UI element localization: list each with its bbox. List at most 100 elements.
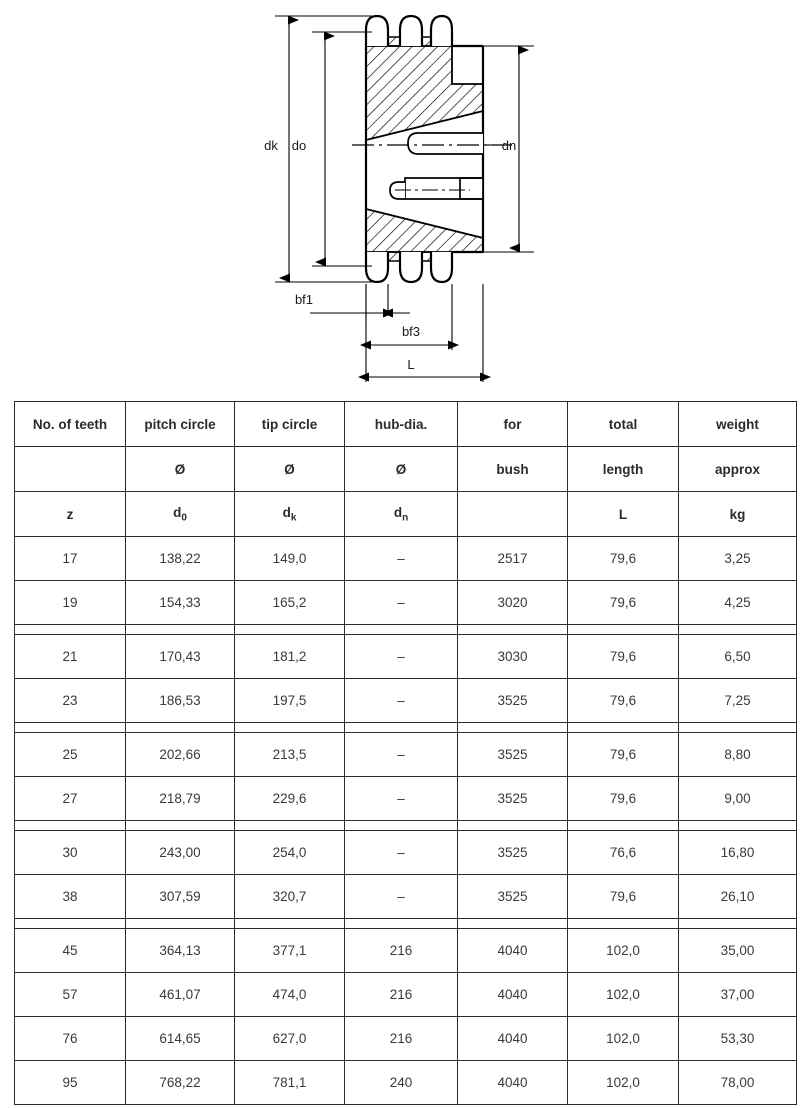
cell-dk: 254,0 (234, 830, 345, 875)
cell-d0: 218,79 (125, 776, 235, 821)
dimension-label-dk: dk (264, 138, 278, 153)
group-spacer-cell (234, 624, 345, 635)
header-sub-approx: approx (678, 446, 797, 492)
cell-kg: 35,00 (678, 928, 797, 973)
cell-bush: 3525 (457, 776, 568, 821)
dimension-label-bf1: bf1 (295, 292, 313, 307)
cell-bush: 3525 (457, 830, 568, 875)
group-spacer-cell (678, 820, 797, 831)
top-teeth (364, 14, 454, 46)
header-sub-length: length (567, 446, 679, 492)
cell-L: 102,0 (567, 972, 679, 1017)
cell-bush: 4040 (457, 1060, 568, 1105)
cell-d0: 243,00 (125, 830, 235, 875)
cell-z: 17 (14, 536, 126, 581)
group-spacer-cell (125, 820, 235, 831)
group-spacer-cell (344, 820, 458, 831)
cell-z: 23 (14, 678, 126, 723)
group-spacer-cell (457, 722, 568, 733)
cell-z: 76 (14, 1016, 126, 1061)
group-spacer-cell (234, 820, 345, 831)
cell-L: 102,0 (567, 928, 679, 973)
group-spacer-cell (344, 918, 458, 929)
cell-dk: 627,0 (234, 1016, 345, 1061)
cell-bush: 3525 (457, 678, 568, 723)
cell-dn: – (344, 634, 458, 679)
dimension-L (358, 284, 491, 382)
cell-kg: 9,00 (678, 776, 797, 821)
upper-hatch-region (365, 45, 484, 142)
cell-L: 79,6 (567, 732, 679, 777)
cell-L: 79,6 (567, 580, 679, 625)
group-spacer-row (14, 820, 797, 831)
cell-kg: 7,25 (678, 678, 797, 723)
cell-d0: 154,33 (125, 580, 235, 625)
cell-dk: 474,0 (234, 972, 345, 1017)
header-weight: weight (678, 401, 797, 447)
cell-kg: 53,30 (678, 1016, 797, 1061)
cell-d0: 307,59 (125, 874, 235, 919)
cell-dk: 781,1 (234, 1060, 345, 1105)
bottom-teeth (364, 252, 454, 284)
header-row-3: z d0 dk dn L kg (14, 491, 797, 537)
cell-L: 76,6 (567, 830, 679, 875)
cell-dn: – (344, 874, 458, 919)
bore-detail (389, 132, 484, 200)
header-tip-circle: tip circle (234, 401, 345, 447)
cell-bush: 4040 (457, 928, 568, 973)
cell-L: 79,6 (567, 874, 679, 919)
cell-bush: 4040 (457, 972, 568, 1017)
cell-dn: 216 (344, 928, 458, 973)
cell-bush: 3525 (457, 732, 568, 777)
dimension-label-L: L (407, 357, 414, 372)
cell-dn: – (344, 536, 458, 581)
dimension-bf3 (360, 284, 459, 350)
group-spacer-row (14, 918, 797, 929)
header-row-1: No. of teeth pitch circle tip circle hub… (14, 401, 797, 447)
group-spacer-cell (457, 918, 568, 929)
sprocket-specification-table: No. of teeth pitch circle tip circle hub… (14, 401, 797, 1105)
group-spacer-cell (14, 624, 126, 635)
cell-L: 79,6 (567, 536, 679, 581)
bottom-teeth-hatch (387, 251, 432, 262)
dimension-dk (275, 15, 372, 283)
group-spacer-cell (14, 918, 126, 929)
cell-bush: 4040 (457, 1016, 568, 1061)
header-pitch-circle: pitch circle (125, 401, 235, 447)
cell-kg: 3,25 (678, 536, 797, 581)
cell-kg: 26,10 (678, 874, 797, 919)
cell-L: 79,6 (567, 678, 679, 723)
cell-z: 95 (14, 1060, 126, 1105)
cell-kg: 8,80 (678, 732, 797, 777)
cell-z: 25 (14, 732, 126, 777)
cell-kg: 6,50 (678, 634, 797, 679)
cell-dk: 149,0 (234, 536, 345, 581)
group-spacer-cell (14, 820, 126, 831)
cell-z: 30 (14, 830, 126, 875)
cell-dn: 240 (344, 1060, 458, 1105)
cell-kg: 4,25 (678, 580, 797, 625)
cell-z: 21 (14, 634, 126, 679)
cell-d0: 364,13 (125, 928, 235, 973)
header-no-of-teeth: No. of teeth (14, 401, 126, 447)
group-spacer-cell (678, 624, 797, 635)
header-sub-diameter-pitch: Ø (125, 446, 235, 492)
group-spacer-cell (457, 820, 568, 831)
cell-dn: – (344, 580, 458, 625)
cell-bush: 2517 (457, 536, 568, 581)
cell-dk: 213,5 (234, 732, 345, 777)
cell-bush: 3020 (457, 580, 568, 625)
cell-d0: 138,22 (125, 536, 235, 581)
header-hub-dia: hub-dia. (344, 401, 458, 447)
header-symbol-d0: d0 (125, 491, 235, 537)
table-head: No. of teeth pitch circle tip circle hub… (14, 401, 797, 537)
